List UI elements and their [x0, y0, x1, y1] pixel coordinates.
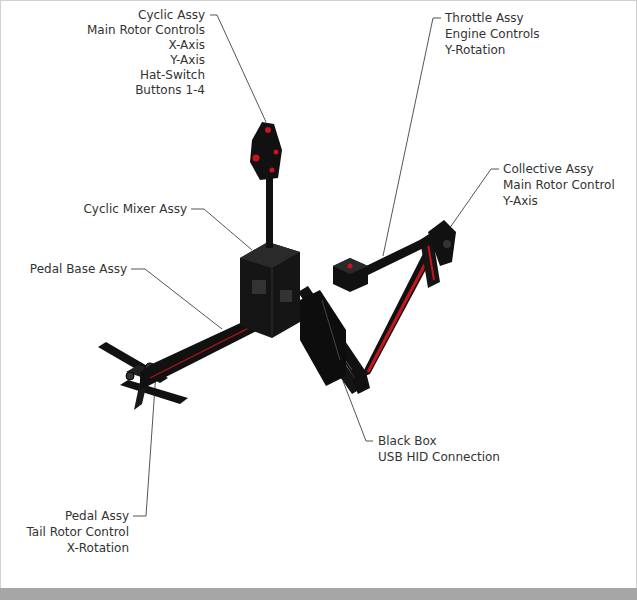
callout-label: Collective Assy: [503, 162, 594, 177]
throttle-assembly: [333, 234, 436, 292]
callout-label: Throttle Assy: [445, 11, 524, 26]
callout-label: Tail Rotor Control: [27, 525, 130, 540]
callout-label: Pedal Base Assy: [30, 262, 127, 277]
callout-label: Pedal Assy: [65, 509, 129, 524]
callout-label: X-Rotation: [67, 541, 129, 556]
callout-label: Cyclic Assy: [138, 8, 205, 23]
cyclic-mixer: [240, 242, 300, 338]
collective-frame: [298, 220, 456, 394]
callout-label: Y-Rotation: [445, 43, 505, 58]
cyclic-stick: [250, 122, 282, 248]
callout-label: Black Box: [378, 434, 437, 449]
leader-lines: [131, 15, 499, 516]
callout-label: Main Rotor Control: [503, 178, 615, 193]
callout-label: Engine Controls: [445, 27, 540, 42]
callout-label: Buttons 1-4: [135, 83, 205, 98]
callout-label: Cyclic Mixer Assy: [83, 202, 187, 217]
callout-label: Hat-Switch: [140, 68, 205, 83]
callout-label: Y-Axis: [503, 194, 538, 209]
bottom-bar: [0, 588, 637, 600]
callout-label: USB HID Connection: [378, 450, 500, 465]
callout-label: Main Rotor Controls: [87, 23, 205, 38]
callout-label: X-Axis: [168, 38, 205, 53]
black-box: [300, 290, 346, 386]
callout-label: Y-Axis: [170, 53, 205, 68]
